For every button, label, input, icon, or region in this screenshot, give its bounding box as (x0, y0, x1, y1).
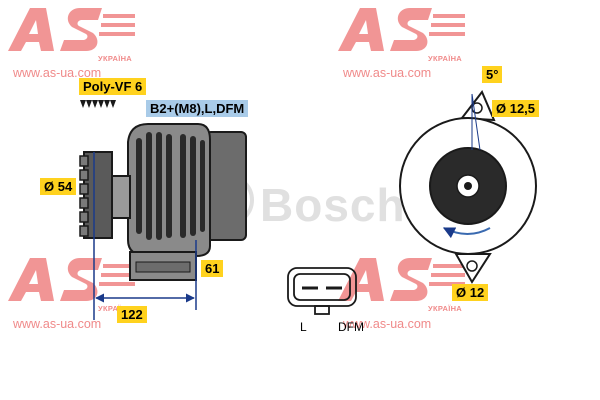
belt-type-label: Poly-VF 6 (79, 78, 147, 95)
connector-pin-l: L (300, 320, 307, 334)
watermark-country: УКРАЇНА (98, 54, 133, 63)
upper-hole-label: Ø 12,5 (492, 100, 540, 117)
watermark-country: УКРАЇНА (98, 304, 133, 313)
angle-label: 5° (482, 66, 503, 83)
connector-pin-dfm: DFM (338, 320, 364, 334)
as-logo-watermark (338, 8, 465, 51)
watermark-url: www.as-ua.com (13, 66, 102, 80)
as-logo-watermark (338, 258, 465, 301)
lower-hole-label: Ø 12 (452, 284, 489, 301)
watermark-url: www.as-ua.com (13, 317, 102, 331)
rear-length-label: 61 (201, 260, 224, 277)
watermark-url: www.as-ua.com (343, 66, 432, 80)
poly-v-belt-icon (80, 100, 116, 108)
pulley-diameter-label: Ø 54 (40, 178, 77, 195)
as-logo-watermark (8, 8, 135, 51)
terminal-spec-label: B2+(M8),L,DFM (146, 100, 249, 117)
bosch-logo-text: Bosch (260, 179, 406, 231)
watermark-country: УКРАЇНА (428, 54, 463, 63)
as-logo-watermark (8, 258, 135, 301)
alternator-front-view (399, 90, 537, 284)
total-length-label: 122 (117, 306, 147, 323)
alternator-side-view (79, 123, 247, 281)
plug-connector (287, 267, 357, 315)
watermark-url: www.as-ua.com (343, 317, 432, 331)
watermark-country: УКРАЇНА (428, 304, 463, 313)
